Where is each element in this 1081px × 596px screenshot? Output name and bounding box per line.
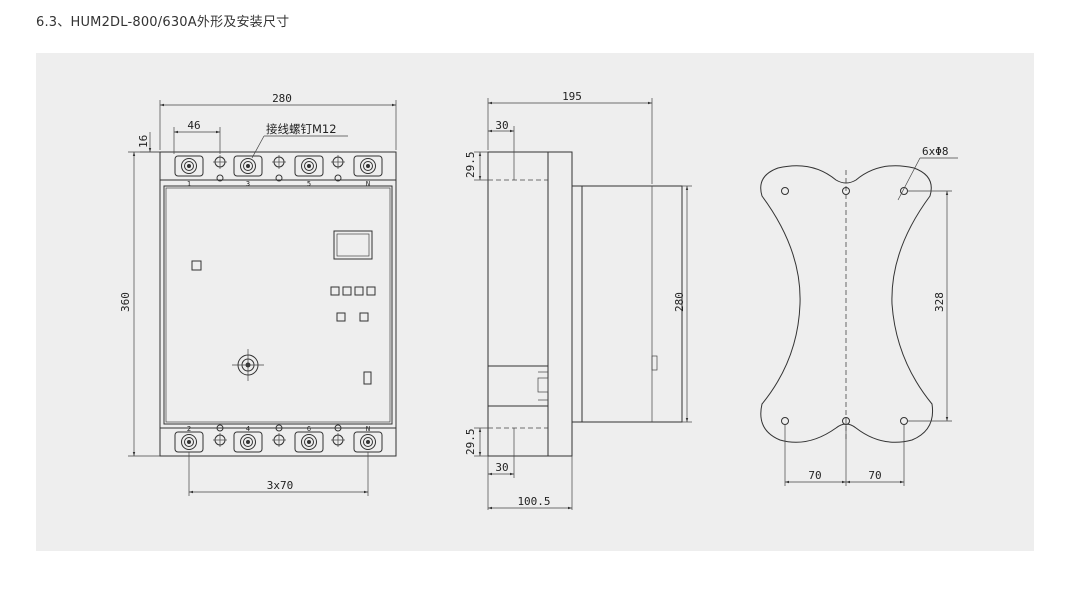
mounting-hole xyxy=(842,187,850,195)
mounting-hole xyxy=(781,417,789,425)
terminal-label: 3 xyxy=(246,180,250,188)
mounting-hole xyxy=(900,187,908,195)
indicator-lamp xyxy=(191,260,202,271)
terminal-label: 4 xyxy=(246,425,250,433)
dim-body-height: 280 xyxy=(673,292,686,312)
terminal-label: 1 xyxy=(187,180,191,188)
mounting-view: 6xΦ8 328 70 70 xyxy=(760,145,958,486)
key-button xyxy=(359,312,369,322)
dim-left-spacing: 70 xyxy=(808,469,821,482)
mounting-plate-outline xyxy=(760,165,934,443)
key-button xyxy=(354,286,364,296)
operating-handle xyxy=(232,349,264,381)
drawing-panel xyxy=(36,53,1034,551)
terminal-label: N xyxy=(366,425,370,433)
dim-depth: 195 xyxy=(562,90,582,103)
section-heading: 6.3、HUM2DL-800/630A外形及安装尺寸 xyxy=(36,15,290,30)
dim-top-offset: 29.5 xyxy=(464,152,477,179)
bottom-terminals: 2 4 6 N xyxy=(174,424,383,453)
front-body-outline xyxy=(159,151,397,457)
key-button xyxy=(342,286,352,296)
dim-bottom-step: 30 xyxy=(495,461,508,474)
front-cover xyxy=(163,185,393,425)
hole-label: 6xΦ8 xyxy=(922,145,949,158)
dim-top-step: 30 xyxy=(495,119,508,132)
mounting-hole xyxy=(781,187,789,195)
dim-bottom-spacing: 3x70 xyxy=(267,479,294,492)
dim-width: 280 xyxy=(272,92,292,105)
dim-hole-span: 328 xyxy=(933,292,946,312)
terminal-label: N xyxy=(366,180,370,188)
side-view: 195 30 29.5 280 29.5 30 100.5 xyxy=(464,90,692,510)
dim-top-offset: 16 xyxy=(137,135,150,148)
dim-height: 360 xyxy=(119,292,132,312)
side-base-outline xyxy=(487,151,583,457)
front-view: 1 3 5 N 2 4 6 N 280 xyxy=(119,92,397,496)
mounting-hole xyxy=(842,417,850,425)
screw-label: 接线螺钉M12 xyxy=(266,122,337,136)
test-button xyxy=(363,371,372,385)
dim-right-spacing: 70 xyxy=(868,469,881,482)
dim-base-depth: 100.5 xyxy=(517,495,550,508)
key-button xyxy=(366,286,376,296)
dim-bottom-offset: 29.5 xyxy=(464,429,477,456)
mounting-hole xyxy=(900,417,908,425)
key-button xyxy=(336,312,346,322)
top-terminals: 1 3 5 N xyxy=(174,154,383,188)
display-window xyxy=(333,230,373,260)
dim-terminal-pitch: 46 xyxy=(187,119,200,132)
key-button xyxy=(330,286,340,296)
side-cover-outline xyxy=(571,185,683,423)
terminal-label: 2 xyxy=(187,425,191,433)
terminal-label: 5 xyxy=(307,180,311,188)
terminal-label: 6 xyxy=(307,425,311,433)
